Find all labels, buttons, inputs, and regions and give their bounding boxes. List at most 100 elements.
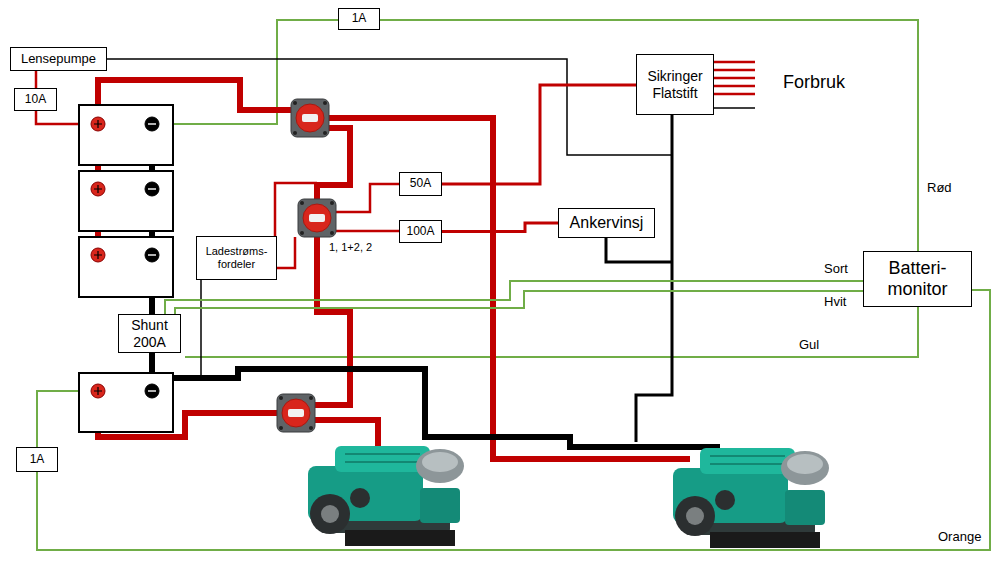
engine-illustration-part — [345, 454, 420, 462]
battery-switch-part — [323, 101, 327, 105]
battery-selector-switch-part — [303, 204, 331, 232]
node-text: Lensepumpe — [21, 52, 96, 67]
engine-illustration-part — [422, 452, 458, 472]
engine-illustration-part — [710, 456, 785, 464]
engine-illustration — [308, 446, 464, 546]
battery-selector-switch — [298, 199, 336, 237]
fuse-box: 1A — [338, 8, 380, 30]
start-battery-part — [79, 373, 173, 432]
thin-red-wires-part — [336, 184, 399, 212]
plus-marks-part — [94, 120, 102, 128]
minus-marks-part — [148, 390, 156, 391]
thin-red-wires-part — [714, 85, 755, 88]
engine-illustration-part — [686, 507, 704, 525]
wire-color-label: Sort — [823, 262, 849, 277]
fuse-box: 100A — [399, 220, 442, 243]
thin-black-wires-part — [714, 107, 755, 109]
positive-terminals — [91, 117, 105, 398]
battery-switch-part — [323, 131, 327, 135]
battery-selector-switch-part — [300, 231, 304, 235]
plus-marks — [94, 120, 102, 395]
thin-black-wires-part — [200, 280, 202, 378]
node-text: 100A — [406, 225, 434, 239]
ground-wires-part — [636, 115, 672, 442]
positive-terminals-part — [91, 182, 105, 196]
thin-red-wires-part — [714, 77, 755, 80]
thin-red-wires-part — [714, 69, 755, 72]
node-text: Sikringer Flatstift — [640, 68, 710, 100]
positive-terminals-part — [91, 117, 105, 131]
wire-color-label: Hvit — [823, 295, 847, 310]
battery-switch-part — [296, 104, 324, 132]
sense-wire — [380, 20, 918, 251]
node-text: Batteri- monitor — [867, 258, 968, 299]
wire-color-label: Gul — [798, 338, 820, 353]
wire-color-label: Rød — [926, 181, 953, 196]
battery-switch-part — [293, 131, 297, 135]
node-text: 10A — [25, 93, 46, 107]
fuse-panel-box: Sikringer Flatstift — [636, 54, 714, 115]
wire-color-label: Orange — [937, 530, 982, 545]
battery-selector-switch-part — [330, 231, 334, 235]
plus-marks-part — [94, 387, 102, 395]
battery-switch — [291, 99, 329, 137]
plus-marks-part — [94, 251, 102, 259]
engine-illustration-part — [350, 488, 370, 508]
positive-terminals-part — [91, 248, 105, 262]
fuse-wire — [35, 71, 38, 88]
positive-cables — [98, 80, 690, 459]
thin-red-wires-part — [277, 237, 295, 268]
free-label: Forbruk — [782, 72, 846, 93]
engine-illustration-part — [416, 449, 464, 483]
engine-illustration-part — [420, 488, 460, 523]
battery-switch-part — [279, 426, 283, 430]
engine-illustration-part — [310, 494, 350, 534]
engine-illustration-part — [675, 496, 715, 536]
thin-red-wires-part — [336, 230, 399, 233]
node-text: Ankervinsj — [570, 214, 644, 232]
engine-illustration-part — [781, 451, 829, 485]
negative-terminals — [145, 117, 159, 398]
engine-illustration-part — [710, 532, 820, 548]
node-text: Ladestrøms- fordeler — [200, 245, 273, 270]
fuse-box: 50A — [399, 172, 442, 196]
sense-wire — [165, 281, 863, 314]
engine-illustration-part — [700, 448, 795, 474]
battery-switch-part — [277, 394, 315, 432]
battery-switch-part — [302, 114, 318, 122]
negative-terminals-part — [145, 248, 159, 262]
battery-switch-part — [291, 99, 329, 137]
battery-switch — [277, 394, 315, 432]
node-text: 1A — [30, 453, 45, 467]
negative-terminals-part — [145, 384, 159, 398]
minus-marks-part — [148, 123, 156, 124]
engine-illustration-part — [785, 490, 825, 525]
negative-cables — [152, 124, 720, 447]
engine-illustration-part — [345, 530, 455, 546]
plus-marks-part — [94, 185, 102, 193]
green-sense-wires — [37, 20, 918, 447]
battery-selector-switch-part — [298, 199, 336, 237]
device-box: Lensepumpe — [10, 47, 107, 71]
positive-terminals-part — [91, 384, 105, 398]
battery-selector-switch-part — [309, 214, 325, 222]
battery-switch-part — [282, 399, 310, 427]
negative-terminals-part — [145, 117, 159, 131]
device-box: Ankervinsj — [558, 208, 655, 238]
negative-cables-part — [152, 369, 720, 447]
green-sense-wires-part — [37, 391, 79, 447]
engine-illustration-part — [787, 454, 823, 474]
supply-wire — [442, 223, 558, 232]
engine-illustration-part — [321, 505, 339, 523]
ground-wires — [606, 115, 672, 442]
battery-selector-switch-part — [300, 201, 304, 205]
positive-cables-part — [317, 128, 350, 199]
supply-wire — [442, 85, 636, 184]
fuse-box: 1A — [16, 447, 58, 472]
engine-illustration — [673, 448, 829, 548]
negative-terminals-part — [145, 182, 159, 196]
house-battery-bank-part — [79, 105, 173, 165]
battery-switch-part — [309, 396, 313, 400]
node-text: Shunt 200A — [122, 317, 177, 349]
